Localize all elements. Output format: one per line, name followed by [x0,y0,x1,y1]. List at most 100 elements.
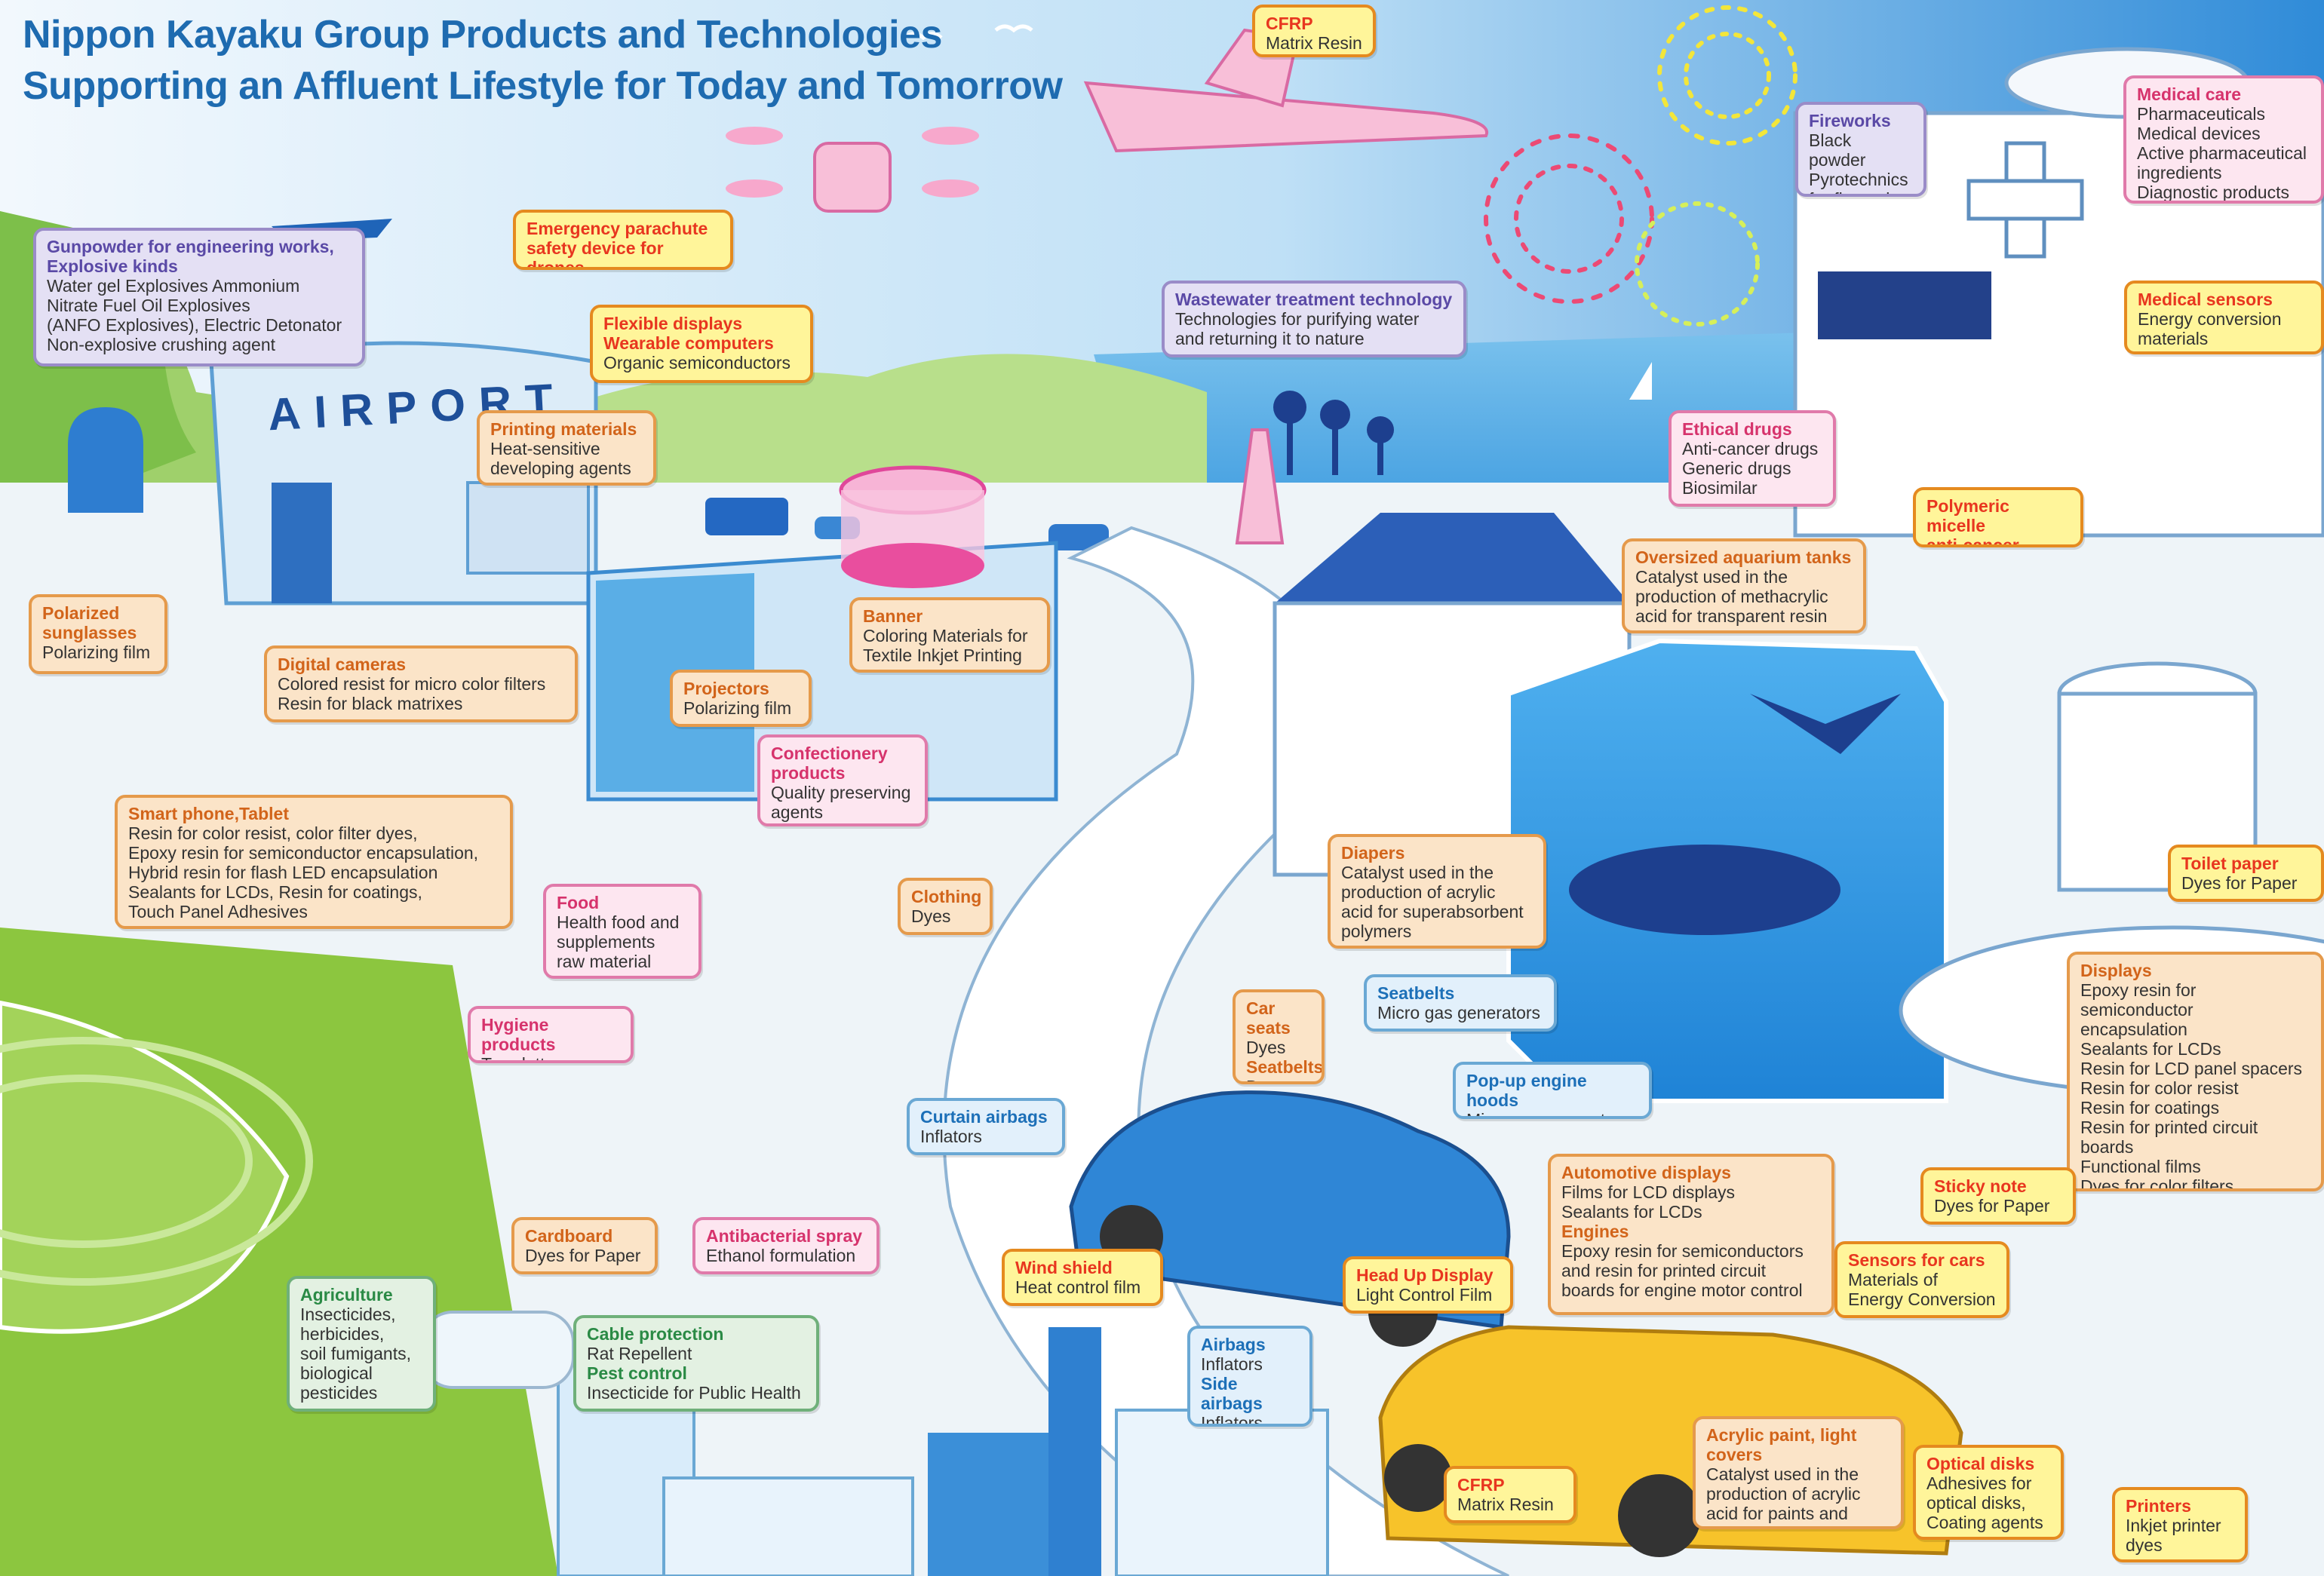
building [662,1476,914,1576]
page-title-line2: Supporting an Affluent Lifestyle for Tod… [23,64,1063,108]
callout-heading: Side airbags [1201,1374,1263,1413]
callout-body: Energy conversion materials [2138,309,2282,348]
callout-heading: Seatbelts [1246,1057,1324,1077]
callout-body: Inflators [1201,1354,1263,1374]
callout-heading: CFRP [1266,14,1313,33]
callout-body: Dyes [1246,1077,1311,1081]
callout-body: Insecticides, herbicides, soil fumigants… [300,1305,412,1403]
fireworks [1484,5,1797,327]
callout-body: Adhesives for optical disks, Coating age… [1926,1473,2043,1532]
tunnel [68,407,143,513]
callout-body: Dyes for Paper [1934,1196,2050,1216]
callout-body: Towelettes [481,1054,620,1060]
callout-car-seats: Car seatsDyesSeatbeltsDyes [1233,989,1325,1084]
callout-body: Epoxy resin for semiconductors and resin… [1561,1241,1804,1300]
callout-body: Micro gas generators [1377,1003,1541,1023]
callout-body: Catalyst used in the production of metha… [1635,567,1828,626]
callout-heading: Antibacterial spray [706,1226,863,1246]
field-ring [0,1075,253,1248]
callout-heading: Fireworks [1809,111,1891,130]
callout-heading: Toilet paper [2181,854,2279,873]
callout-heading: Seatbelts [1377,983,1455,1003]
car [1048,524,1109,550]
callout-heading: Airbags [1201,1335,1266,1354]
callout-body: Ethanol formulation [706,1246,856,1265]
callout-body: Pharmaceuticals Medical devices Active p… [2137,104,2307,202]
callout-heading: Agriculture [300,1285,393,1305]
callout-parachute: Emergency parachute safety device for dr… [513,210,733,270]
callout-popup-hoods: Pop-up engine hoodsMicro gas generators [1453,1062,1652,1119]
callout-heading: Hygiene products [481,1015,556,1054]
callout-body: Coloring Materials for Textile Inkjet Pr… [863,626,1028,665]
building [1048,1327,1101,1576]
callout-heading: Displays [2080,961,2152,980]
callout-hygiene: Hygiene productsTowelettes [468,1006,634,1063]
callout-body: Anti-cancer drugs Generic drugs Biosimil… [1682,439,1819,498]
callout-body: Matrix Resin [1457,1495,1554,1514]
callout-body: Matrix Resin [1266,33,1362,53]
callout-body: Dyes [911,906,951,926]
airplane [1083,81,1489,153]
callout-heading: Diapers [1341,843,1405,863]
callout-body: Organic semiconductors [603,353,791,373]
callout-heading: Cable protection [587,1324,724,1344]
callout-heading: Banner [863,606,923,626]
callout-heading: Smart phone,Tablet [128,804,289,823]
callout-body: Micro gas generators [1466,1110,1638,1116]
monument [1235,428,1285,544]
callout-body: Health food and supplements raw material [557,912,680,971]
callout-body: Polarizing film [683,698,792,718]
callout-body: Dyes [1246,1038,1286,1057]
callout-body: Black powder Pyrotechnics for fireworks [1809,130,1908,194]
callout-polymeric-micelle: Polymeric micelle anti-cancer drugs [1913,487,2083,547]
callout-heading: Printing materials [490,419,637,439]
callout-body: Inflators [1201,1413,1263,1427]
callout-heading: Pest control [587,1363,687,1383]
callout-heading: Medical sensors [2138,290,2273,309]
callout-body: Epoxy resin for semiconductor encapsulat… [2080,980,2303,1191]
callout-body: Heat-sensitive developing agents [490,439,631,478]
bus [705,498,788,535]
callout-body: Materials of Energy Conversion [1848,1270,1996,1309]
manta-ray [1750,694,1901,754]
birds [904,24,1033,41]
callout-heading: Clothing [911,887,982,906]
callout-body: Catalyst used in the production of acryl… [1706,1464,1873,1526]
callout-heading: Flexible displays Wearable computers [603,314,774,353]
callout-body: Polarizing film [42,642,151,662]
callout-body: Dyes for Paper [525,1246,641,1265]
callout-heading: Confectionery products [771,744,888,783]
callout-body: Quality preserving agents [771,783,911,822]
callout-heading: Sticky note [1934,1176,2027,1196]
callout-heading: Automotive displays [1561,1163,1731,1182]
house-roof [1275,513,1629,603]
callout-heading: Gunpowder for engineering works, Explosi… [47,237,334,276]
whale-shark [1569,845,1840,935]
far-hills [528,354,1207,490]
callout-heading: CFRP [1457,1475,1505,1495]
sailboat [1629,362,1652,400]
drone [813,142,892,213]
palm-trees [1273,391,1394,475]
